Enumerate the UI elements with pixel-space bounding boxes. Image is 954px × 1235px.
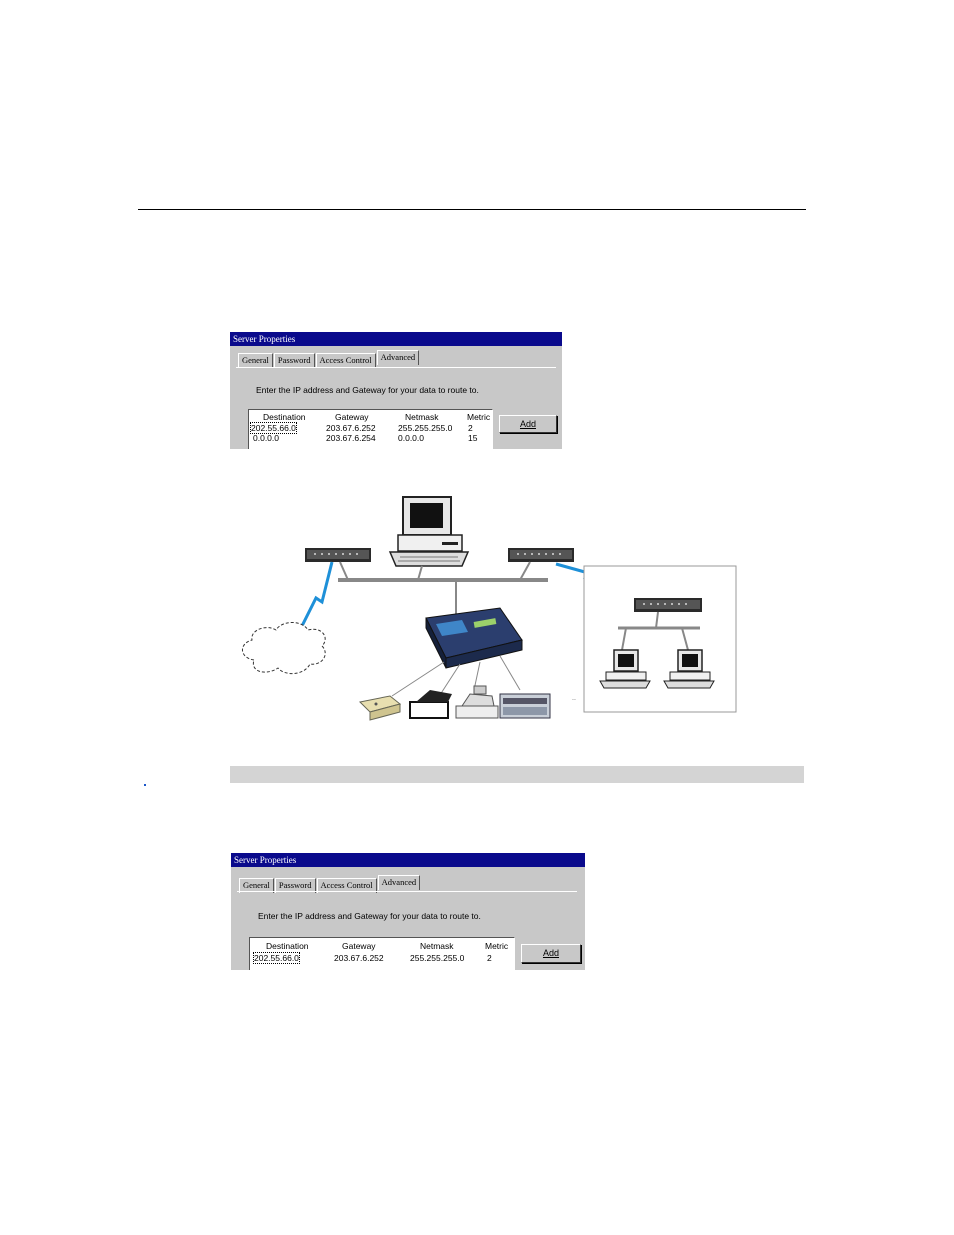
router-icon	[305, 548, 371, 562]
row1-destination[interactable]: 202.55.66.0	[250, 422, 297, 434]
row1-netmask[interactable]: 255.255.255.0	[410, 953, 465, 963]
col-netmask[interactable]: Netmask	[420, 941, 454, 951]
col-netmask[interactable]: Netmask	[405, 412, 439, 422]
section-bar	[230, 766, 804, 783]
remote-lan-box	[583, 565, 737, 713]
col-gateway[interactable]: Gateway	[335, 412, 369, 422]
barcode-scanner-icon	[358, 695, 402, 721]
row2-destination[interactable]: 0.0.0.0	[253, 433, 279, 443]
tab-access-control[interactable]: Access Control	[316, 878, 377, 893]
row1-metric[interactable]: 2	[487, 953, 492, 963]
row1-netmask[interactable]: 255.255.255.0	[398, 423, 453, 433]
pc-icon	[388, 496, 470, 567]
printer-icon	[409, 690, 452, 719]
device-server-icon	[425, 607, 523, 669]
tab-password[interactable]: Password	[274, 878, 316, 893]
col-gateway[interactable]: Gateway	[342, 941, 376, 951]
route-prompt: Enter the IP address and Gateway for you…	[256, 385, 479, 395]
tab-advanced[interactable]: Advanced	[376, 350, 420, 365]
cloud-icon	[242, 622, 326, 674]
col-metric[interactable]: Metric	[467, 412, 491, 422]
pc-icon	[599, 649, 651, 689]
row2-gateway[interactable]: 203.67.6.254	[326, 433, 376, 443]
row2-metric[interactable]: 15	[468, 433, 478, 443]
tab-password[interactable]: Password	[273, 353, 315, 368]
tab-general[interactable]: General	[238, 353, 273, 368]
route-table[interactable]: Destination Gateway Netmask Metric 202.5…	[248, 409, 493, 449]
col-destination[interactable]: Destination	[266, 941, 309, 951]
dialog-title: Server Properties	[231, 853, 585, 867]
tab-general[interactable]: General	[239, 878, 274, 893]
server-properties-dialog-2: Server Properties General Password Acces…	[231, 853, 585, 970]
pc-icon	[663, 649, 715, 689]
svg-text:..: ..	[572, 695, 576, 702]
add-button[interactable]: Add	[499, 415, 557, 433]
router-icon	[634, 598, 702, 612]
col-destination[interactable]: Destination	[263, 412, 306, 422]
add-button[interactable]: Add	[521, 944, 581, 963]
router-icon	[508, 548, 574, 562]
margin-dot	[144, 784, 146, 786]
wan-link	[294, 561, 334, 639]
server-properties-dialog-1: Server Properties General Password Acces…	[230, 332, 562, 449]
row1-gateway[interactable]: 203.67.6.252	[326, 423, 376, 433]
row2-netmask[interactable]: 0.0.0.0	[398, 433, 424, 443]
instrument-icon	[499, 693, 551, 719]
network-diagram: ..	[242, 496, 737, 721]
header-rule	[138, 209, 806, 210]
col-metric[interactable]: Metric	[485, 941, 509, 951]
route-prompt: Enter the IP address and Gateway for you…	[258, 911, 481, 921]
row1-metric[interactable]: 2	[468, 423, 473, 433]
cash-register-icon	[455, 685, 499, 719]
tab-advanced[interactable]: Advanced	[377, 875, 421, 890]
row1-gateway[interactable]: 203.67.6.252	[334, 953, 384, 963]
row1-destination[interactable]: 202.55.66.0	[253, 952, 300, 964]
tab-access-control[interactable]: Access Control	[315, 353, 376, 368]
dialog-title: Server Properties	[230, 332, 562, 346]
route-table[interactable]: Destination Gateway Netmask Metric 202.5…	[249, 937, 515, 970]
